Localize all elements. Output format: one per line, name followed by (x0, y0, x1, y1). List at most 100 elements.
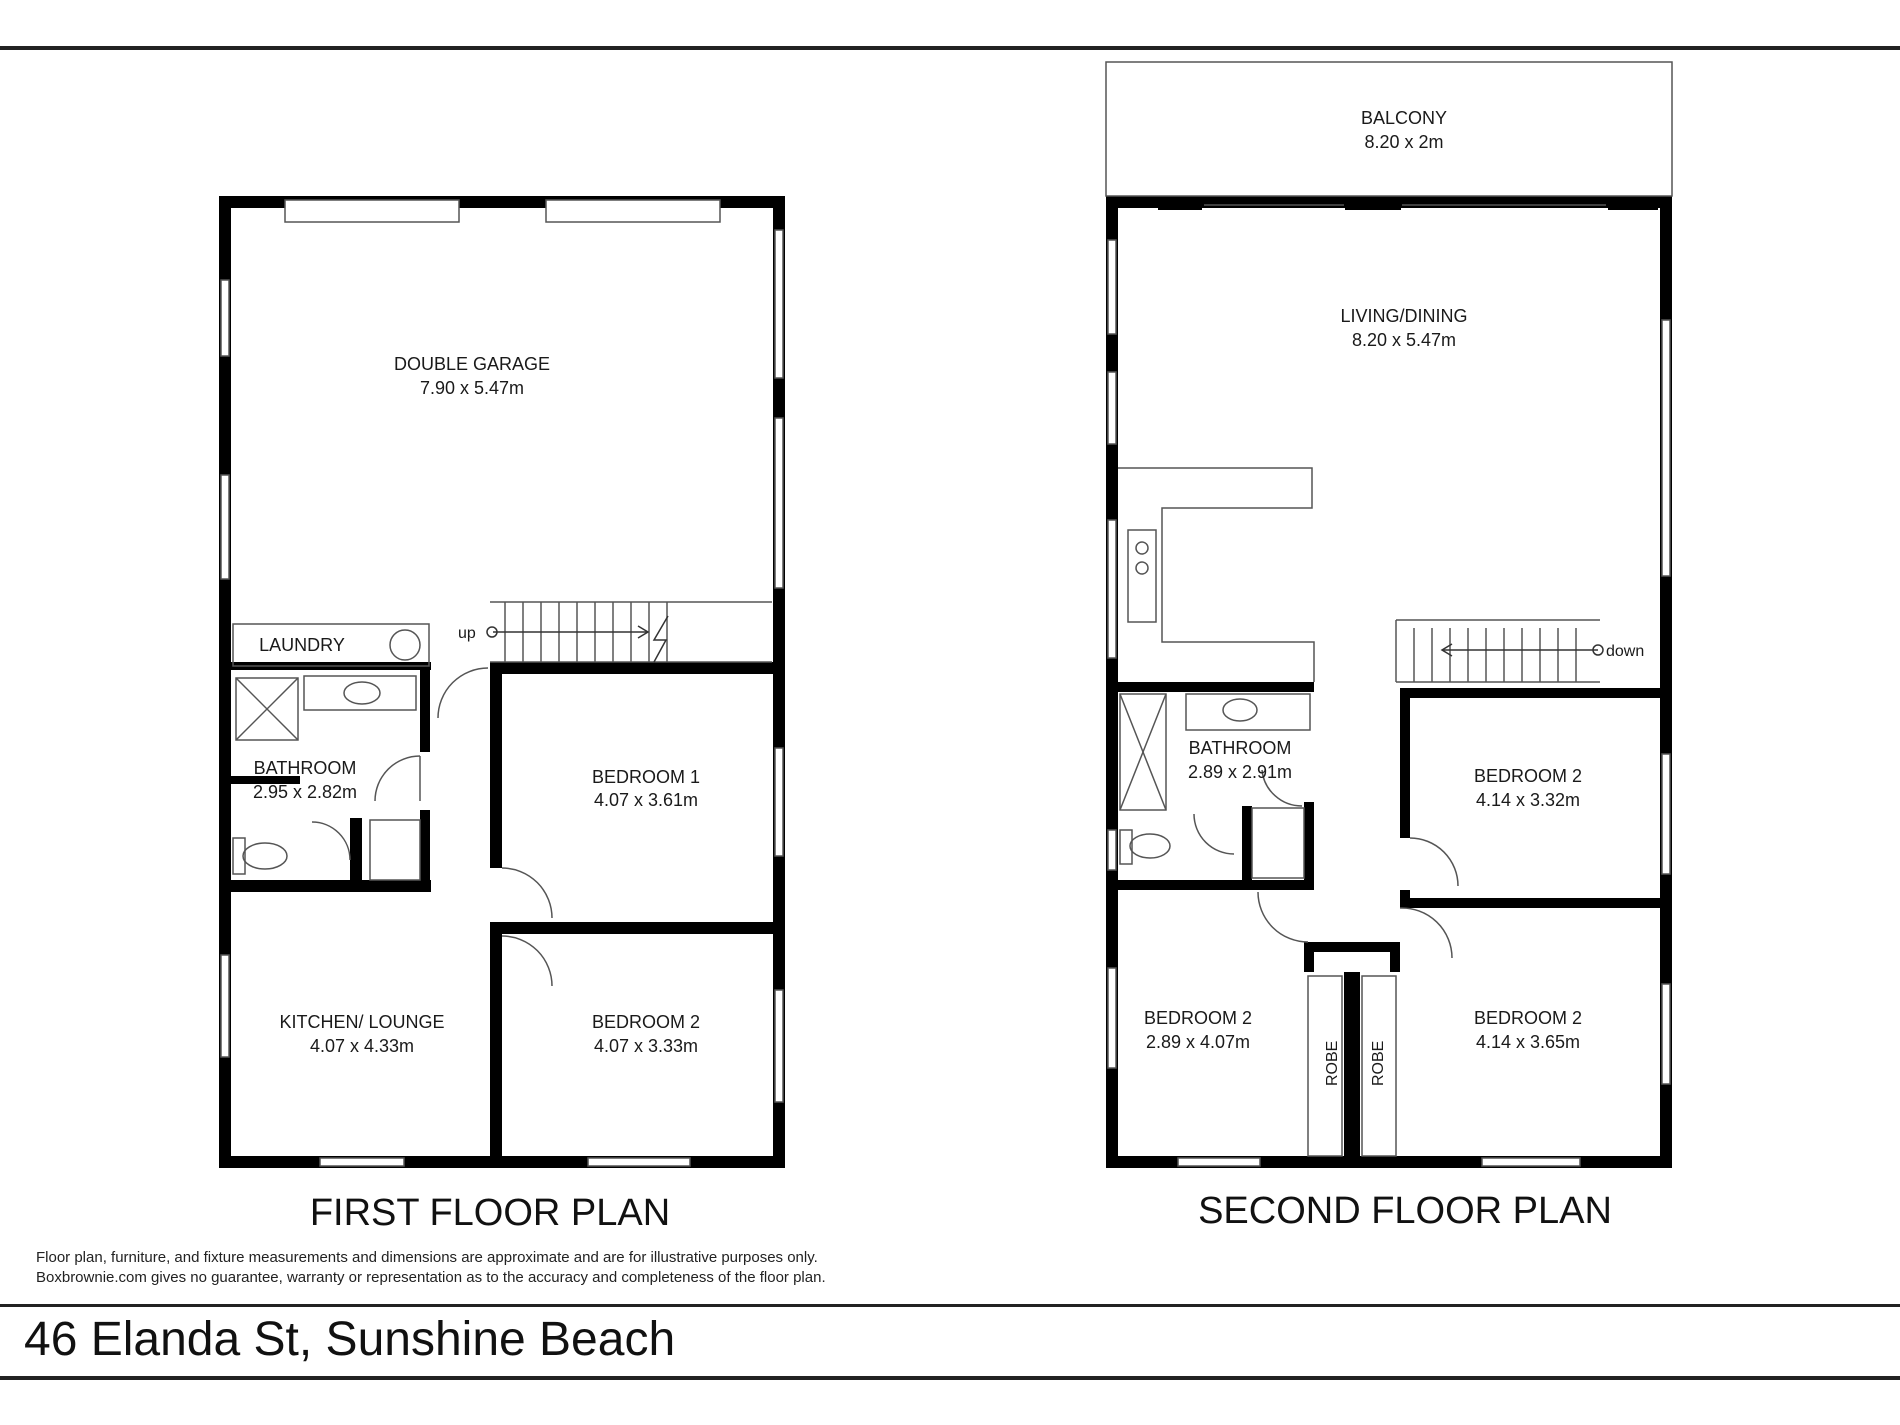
wall (219, 196, 231, 1168)
garage-door (284, 199, 460, 223)
second-floor-details (1105, 61, 1673, 1167)
window (1661, 319, 1671, 577)
wall (490, 922, 502, 1168)
wall (1390, 942, 1400, 972)
sink-icon (1127, 529, 1157, 623)
bathroom2-name: BATHROOM (1189, 738, 1292, 758)
door-swing (311, 821, 351, 861)
wall (1400, 890, 1410, 908)
address-bottom-rule (0, 1376, 1900, 1380)
toilet-cistern (1119, 829, 1133, 865)
wall (1304, 942, 1400, 952)
first-floor-labels: DOUBLE GARAGE 7.90 x 5.47m LAUNDRY BATHR… (253, 354, 700, 1234)
window (220, 954, 230, 1058)
window (1661, 983, 1671, 1085)
wall (1352, 972, 1360, 1162)
window (319, 1157, 405, 1167)
window (774, 229, 784, 379)
door-swing (1257, 891, 1309, 943)
kitchen-name: KITCHEN/ LOUNGE (279, 1012, 444, 1032)
second-floor-title: SECOND FLOOR PLAN (1198, 1190, 1612, 1232)
window (587, 1157, 691, 1167)
window (1107, 519, 1117, 659)
stairs (486, 601, 772, 663)
garage-name: DOUBLE GARAGE (394, 354, 550, 374)
window (1107, 371, 1117, 445)
kitchen-bench (1118, 467, 1315, 682)
window (1107, 239, 1117, 335)
wall (1345, 200, 1401, 210)
robe-right (1361, 975, 1397, 1157)
door-swing (501, 867, 553, 919)
window (1107, 829, 1117, 871)
bathroom-dims: 2.95 x 2.82m (253, 782, 357, 802)
bedroom2-dims: 4.07 x 3.33m (594, 1036, 698, 1056)
living-dims: 8.20 x 5.47m (1352, 330, 1456, 350)
wall (490, 922, 785, 934)
wall (1304, 942, 1314, 972)
bedroom-se-dims: 4.14 x 3.65m (1476, 1032, 1580, 1052)
door-swing (374, 755, 421, 802)
disclaimer: Floor plan, furniture, and fixture measu… (36, 1248, 826, 1288)
wall (1400, 688, 1670, 698)
wall (1608, 200, 1658, 210)
balcony-outline (1105, 61, 1673, 197)
property-address: 46 Elanda St, Sunshine Beach (24, 1313, 676, 1366)
window (220, 474, 230, 580)
living-name: LIVING/DINING (1340, 306, 1467, 326)
window (220, 279, 230, 357)
first-floor-title: FIRST FLOOR PLAN (310, 1192, 670, 1234)
window (774, 989, 784, 1103)
wall (1304, 802, 1314, 890)
basin-icon (1222, 698, 1258, 722)
door-swing (1193, 813, 1235, 855)
laundry-bench (232, 623, 430, 667)
wall (350, 818, 362, 880)
bedroom-se-name: BEDROOM 2 (1474, 1008, 1582, 1028)
garage-door (545, 199, 721, 223)
disclaimer-line-2: Boxbrownie.com gives no guarantee, warra… (36, 1269, 826, 1286)
door-swing (501, 935, 553, 987)
vanity (303, 675, 417, 711)
cupboard (1251, 807, 1305, 879)
wall (420, 662, 430, 752)
second-floor-labels: BALCONY 8.20 x 2m LIVING/DINING 8.20 x 5… (1144, 108, 1644, 1232)
basin-icon (343, 681, 381, 705)
washer-icon (389, 629, 421, 661)
kitchen-dims: 4.07 x 4.33m (310, 1036, 414, 1056)
toilet-icon (242, 842, 288, 870)
wall (1400, 688, 1410, 838)
bedroom-ne-name: BEDROOM 2 (1474, 766, 1582, 786)
disclaimer-line-1: Floor plan, furniture, and fixture measu… (36, 1249, 818, 1266)
wall (230, 776, 300, 784)
robe-label-right: ROBE (1370, 1041, 1387, 1086)
bathroom-name: BATHROOM (254, 758, 357, 778)
laundry-name: LAUNDRY (259, 635, 345, 655)
bedroom-sw-name: BEDROOM 2 (1144, 1008, 1252, 1028)
window (774, 417, 784, 589)
stairs-down-label: down (1606, 643, 1644, 660)
cupboard (369, 819, 421, 881)
bedroom1-name: BEDROOM 1 (592, 767, 700, 787)
window (1661, 753, 1671, 875)
robe-left (1307, 975, 1343, 1157)
vanity (1185, 693, 1311, 731)
wall (490, 662, 502, 868)
first-floor-details (220, 199, 784, 1167)
wall (1242, 806, 1252, 886)
wall (1118, 880, 1314, 890)
bedroom-sw-dims: 2.89 x 4.07m (1146, 1032, 1250, 1052)
address-top-rule (0, 1304, 1900, 1307)
shower-icon (235, 677, 299, 741)
balcony-name: BALCONY (1361, 108, 1447, 128)
wall (420, 810, 430, 892)
robe-label-left: ROBE (1324, 1041, 1341, 1086)
door-swing (1261, 769, 1303, 807)
bathroom2-dims: 2.89 x 2.91m (1188, 762, 1292, 782)
shower-icon (1119, 693, 1167, 811)
window (1481, 1157, 1581, 1167)
door-swing (437, 667, 489, 719)
door-swing (1399, 907, 1453, 959)
bedroom2-name: BEDROOM 2 (592, 1012, 700, 1032)
